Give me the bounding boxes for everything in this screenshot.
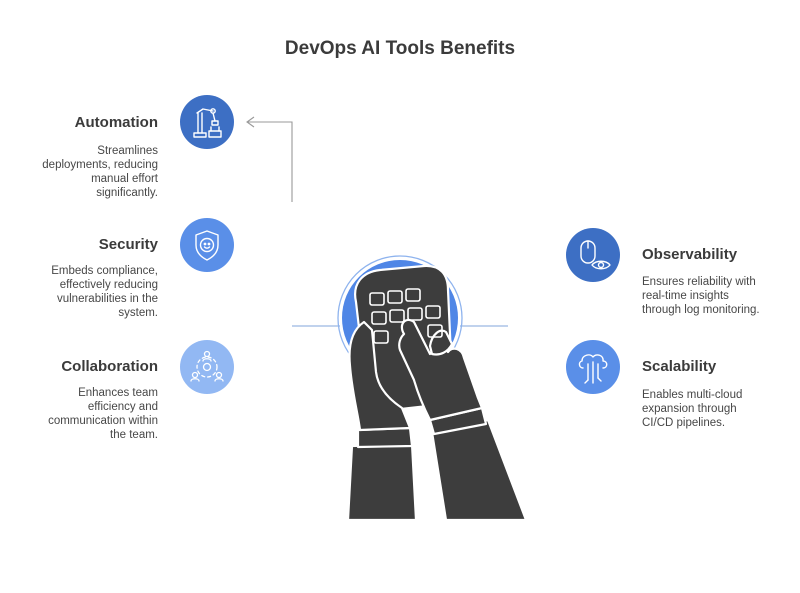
feature-heading-scalability: Scalability: [642, 358, 717, 375]
arrow-head: [246, 116, 255, 128]
description-line: system.: [118, 307, 158, 319]
description-line: vulnerabilities in the: [56, 293, 158, 305]
mouse-eye-icon: [566, 228, 620, 282]
team-network-icon: [180, 340, 234, 394]
description-line: Enhances team: [78, 387, 158, 399]
feature-heading-automation: Automation: [74, 114, 158, 131]
icon-bg: [180, 218, 234, 272]
feature-description-security: Embeds compliance, effectively reducing …: [51, 264, 158, 320]
icon-bg: [180, 95, 234, 149]
icon-bg: [180, 340, 234, 394]
description-line: effectively reducing: [59, 279, 158, 291]
feature-description-collaboration: Enhances team efficiency and communicati…: [48, 386, 158, 442]
description-line: the team.: [110, 429, 158, 441]
description-line: significantly.: [96, 187, 158, 199]
description-line: Enables multi-cloud: [642, 389, 743, 401]
cloud-pipeline-icon: [566, 340, 620, 394]
left-hand: [348, 320, 412, 432]
description-line: CI/CD pipelines.: [642, 417, 726, 429]
page-title: DevOps AI Tools Benefits: [284, 38, 516, 59]
feature-description-observability: Ensures reliability with real-time insig…: [642, 275, 760, 317]
tablet-keys: [369, 288, 443, 344]
description-line: deployments, reducing: [42, 159, 158, 171]
description-line: real-time insights: [642, 290, 729, 302]
description-line: through log monitoring.: [642, 304, 760, 316]
description-line: communication within: [48, 415, 158, 427]
feature-heading-observability: Observability: [642, 246, 738, 263]
left-sleeve: [346, 442, 418, 522]
feature-description-automation: Streamlines deployments, reducing manual…: [42, 144, 158, 200]
description-line: Ensures reliability with: [642, 276, 756, 288]
right-hand: [398, 318, 484, 422]
feature-description-scalability: Enables multi-cloud expansion through CI…: [642, 388, 742, 430]
connector-arrow-automation: [248, 121, 293, 202]
hands-with-tablet: [346, 264, 528, 522]
description-line: expansion through: [642, 403, 737, 415]
feature-heading-collaboration: Collaboration: [61, 358, 158, 375]
right-sleeve: [430, 418, 528, 522]
description-line: Streamlines: [97, 145, 158, 157]
robot-arm-icon: [180, 95, 234, 149]
description-line: efficiency and: [87, 401, 158, 413]
icon-bg: [566, 228, 620, 282]
feature-heading-security: Security: [98, 236, 158, 253]
shield-icon: [180, 218, 234, 272]
description-line: Embeds compliance,: [51, 265, 158, 277]
description-line: manual effort: [91, 173, 158, 185]
